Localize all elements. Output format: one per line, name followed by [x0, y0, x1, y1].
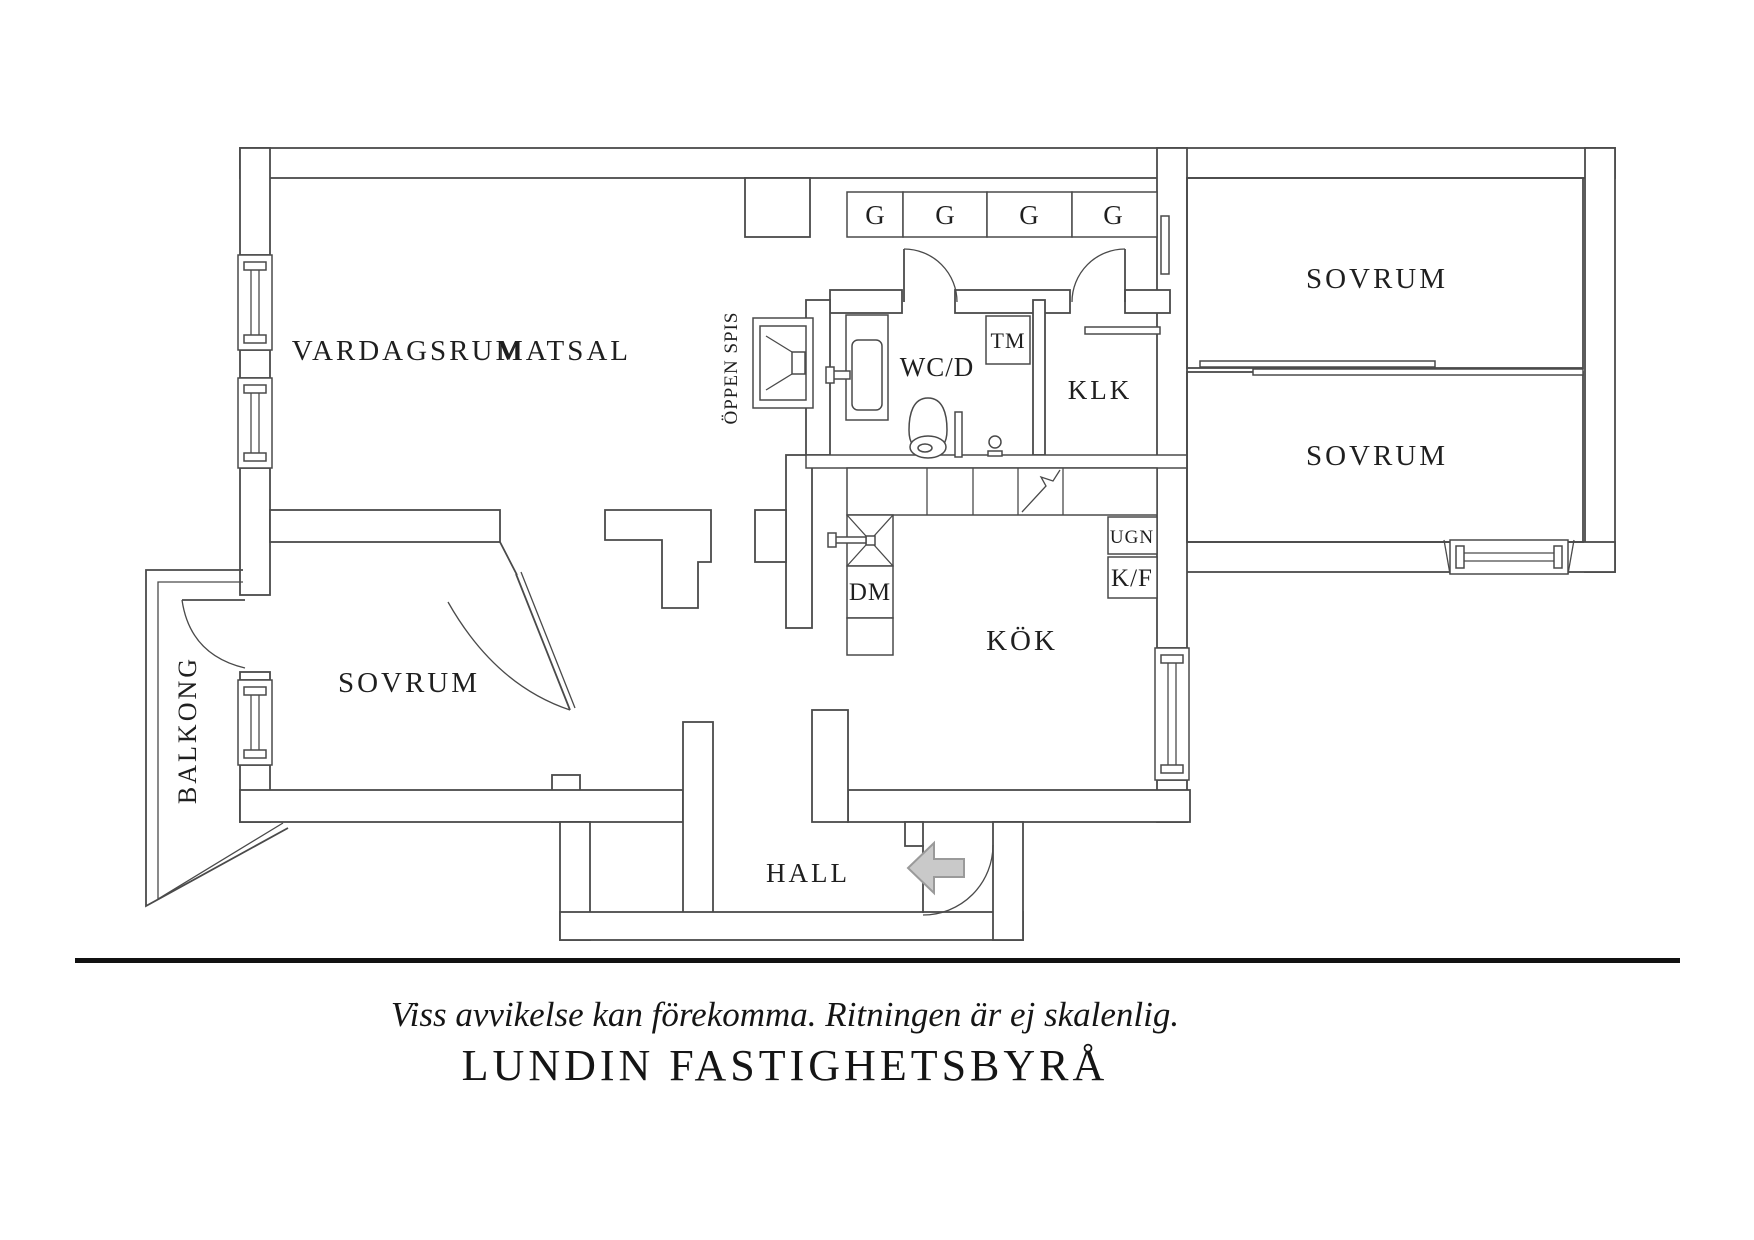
sliding-door-panel	[1199, 360, 1436, 368]
kitchen-sink	[827, 514, 894, 567]
balcony	[145, 569, 289, 908]
room-label-klk: KLK	[1068, 375, 1133, 405]
label-kf: K/F	[1111, 565, 1153, 592]
bedroom-outlines	[1084, 177, 1584, 543]
fridge-freezer	[1107, 556, 1158, 599]
room-label-oppen-spis: ÖPPEN SPIS	[721, 312, 742, 425]
stove	[1021, 469, 1061, 513]
room-label-sovrum-3: SOVRUM	[338, 667, 480, 699]
room-label-sovrum-2: SOVRUM	[1306, 440, 1448, 472]
kitchen-fixtures	[827, 467, 1158, 656]
wardrobes: G G G G	[846, 191, 1158, 238]
footer-brand: LUNDIN FASTIGHETSBYRÅ	[461, 1041, 1109, 1090]
washing-machine	[985, 315, 1031, 365]
wardrobe-label: G	[1103, 200, 1123, 230]
entry-arrow-icon	[906, 840, 965, 896]
wardrobe-label: G	[1019, 200, 1039, 230]
floor-drain	[988, 435, 1002, 449]
fireplace	[752, 317, 814, 409]
window	[237, 377, 273, 469]
window	[237, 679, 273, 766]
sliding-door-panel	[1252, 368, 1584, 376]
room-label-wcd: WC/D	[900, 352, 975, 382]
label-ugn: UGN	[1110, 527, 1154, 548]
label-dm: DM	[849, 579, 891, 606]
room-label-vardagsrum: VARDAGSRUM	[292, 335, 525, 367]
window	[237, 254, 273, 351]
floorplan-drawing: G G G G	[145, 147, 1616, 941]
window	[1154, 647, 1190, 781]
room-label-hall: HALL	[766, 858, 850, 888]
room-label-balkong: BALKONG	[173, 656, 202, 804]
windows	[237, 254, 1575, 781]
label-tm: TM	[991, 328, 1026, 353]
bathroom-fixtures	[825, 314, 1031, 459]
room-label-sovrum-1: SOVRUM	[1306, 263, 1448, 295]
room-label-matsal: MATSAL	[497, 335, 631, 367]
wall-slit	[1160, 215, 1170, 275]
wardrobe-label: G	[935, 200, 955, 230]
toilet	[908, 397, 948, 459]
sink	[825, 314, 889, 421]
divider-rule	[75, 958, 1680, 963]
footer-disclaimer: Viss avvikelse kan förekomma. Ritningen …	[390, 995, 1180, 1034]
oven	[1107, 516, 1158, 555]
room-label-kok: KÖK	[986, 625, 1058, 657]
window	[1443, 539, 1575, 575]
wardrobe-label: G	[865, 200, 885, 230]
room-labels: VARDAGSRUM MATSAL ÖPPEN SPIS WC/D TM KLK…	[173, 263, 1448, 888]
